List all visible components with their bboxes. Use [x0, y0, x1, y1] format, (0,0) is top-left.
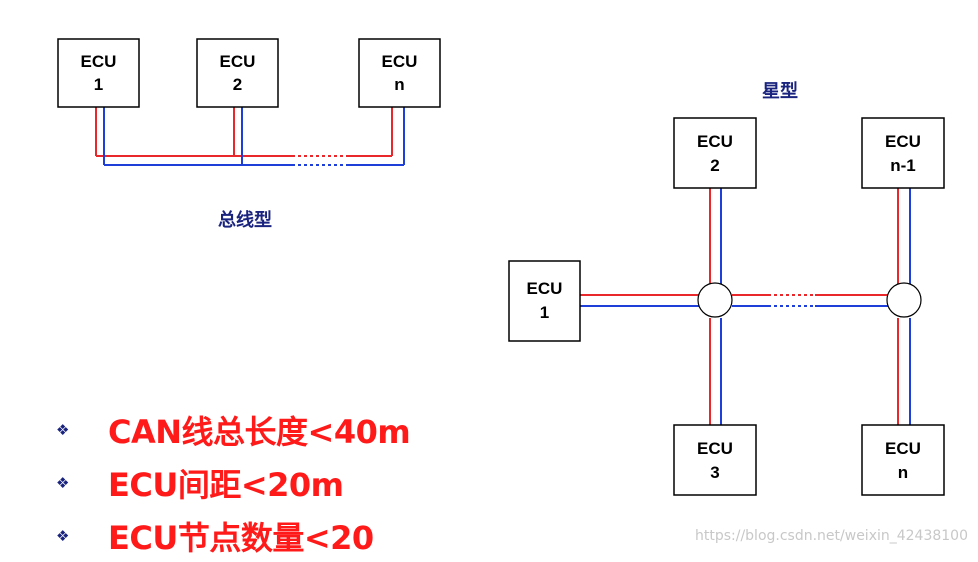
ecu-number: 3: [710, 463, 719, 482]
ecu-label: ECU: [81, 52, 117, 71]
star-ecu-3: ECU 3: [673, 424, 757, 496]
bus-ecu-1: ECU 1: [57, 38, 140, 108]
ecu-label: ECU: [527, 279, 563, 298]
ecu-label: ECU: [382, 52, 418, 71]
watermark: https://blog.csdn.net/weixin_42438100: [694, 528, 968, 544]
list-item: ❖ ECU间距<20m: [56, 456, 410, 509]
star-wires: [580, 188, 911, 425]
ecu-number: n: [898, 463, 908, 482]
requirement-text: ECU节点数量<20: [108, 518, 374, 557]
star-ecu-2: ECU 2: [673, 117, 757, 189]
list-item: ❖ ECU节点数量<20: [56, 509, 410, 562]
bus-topology-caption: 总线型: [218, 209, 272, 231]
diamond-bullet-icon: ❖: [56, 526, 70, 545]
ecu-label: ECU: [220, 52, 256, 71]
bus-ecu-n: ECU n: [358, 38, 441, 108]
ecu-label: ECU: [885, 132, 921, 151]
ecu-label: ECU: [697, 439, 733, 458]
ecu-number: 1: [94, 75, 103, 94]
ecu-label: ECU: [885, 439, 921, 458]
requirement-text: CAN线总长度<40m: [108, 412, 411, 451]
ecu-number: n: [394, 75, 404, 94]
ecu-label: ECU: [697, 132, 733, 151]
list-item: ❖ CAN线总长度<40m: [56, 403, 411, 456]
star-ecu-n: ECU n: [861, 424, 945, 496]
requirement-text: ECU间距<20m: [108, 465, 344, 504]
bus-wires: [95, 107, 405, 166]
ecu-number: 2: [233, 75, 242, 94]
star-hub-left: [697, 282, 733, 318]
ecu-number: n-1: [890, 156, 916, 175]
diamond-bullet-icon: ❖: [56, 420, 70, 439]
star-hub-right: [886, 282, 922, 318]
ecu-number: 1: [540, 303, 549, 322]
diamond-bullet-icon: ❖: [56, 473, 70, 492]
star-ecu-1: ECU 1: [508, 260, 581, 342]
ecu-number: 2: [710, 156, 719, 175]
requirements-list: ❖ CAN线总长度<40m ❖ ECU间距<20m ❖ ECU节点数量<20: [56, 403, 411, 562]
bus-ecu-2: ECU 2: [196, 38, 279, 108]
star-topology-caption: 星型: [762, 80, 798, 102]
star-ecu-n-1: ECU n-1: [861, 117, 945, 189]
